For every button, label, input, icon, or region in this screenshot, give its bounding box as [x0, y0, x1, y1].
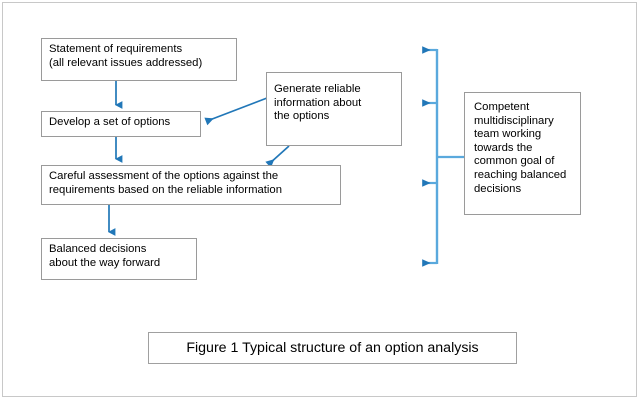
node-balanced-decisions: Balanced decisions about the way forward — [41, 238, 197, 280]
node-statement-of-requirements: Statement of requirements (all relevant … — [41, 38, 237, 81]
edge-generate-to-develop — [204, 97, 268, 126]
figure-caption-box: Figure 1 Typical structure of an option … — [148, 332, 517, 364]
figure-frame-border — [2, 2, 637, 397]
node-careful-assessment: Careful assessment of the options agains… — [41, 165, 341, 205]
figure-caption-text: Figure 1 Typical structure of an option … — [186, 340, 479, 356]
node-competent-multidisciplinary-team: Competent multidisciplinary team working… — [464, 92, 581, 215]
node-develop-a-set-of-options: Develop a set of options — [41, 111, 201, 137]
node-generate-reliable-information: Generate reliable information about the … — [266, 72, 402, 146]
edge-generate-to-assessment — [265, 145, 290, 168]
